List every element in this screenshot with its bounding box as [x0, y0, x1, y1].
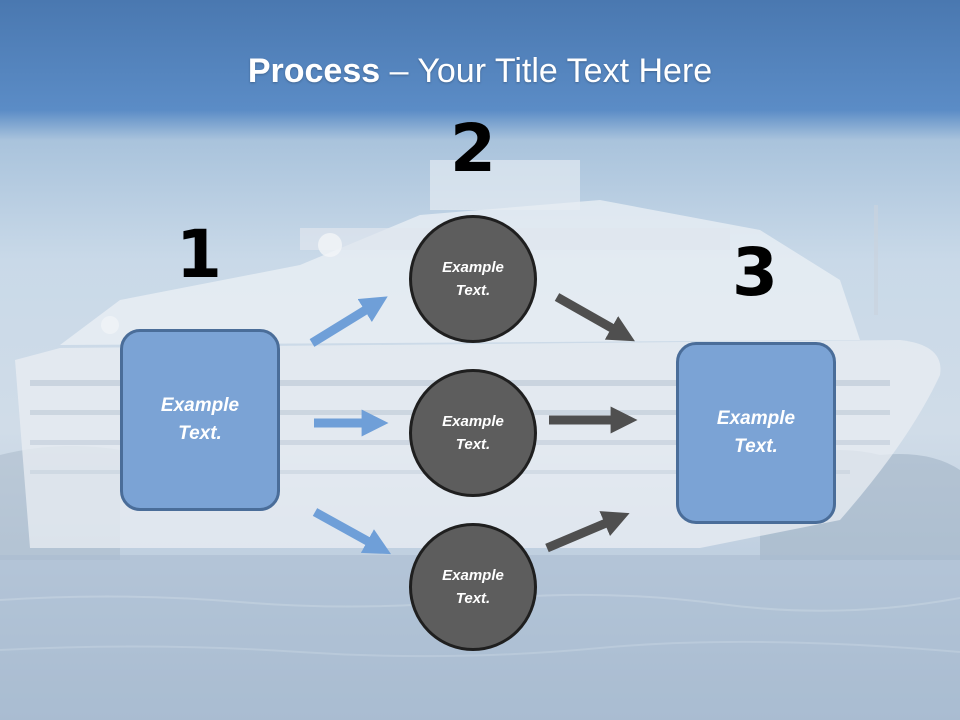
slide-title-bold: Process	[247, 52, 381, 90]
input-box-text: Example Text.	[160, 394, 240, 445]
blue-arrow-up	[309, 296, 388, 347]
step-circle-bottom: Example Text.	[409, 523, 537, 651]
output-box-text: Example Text.	[716, 407, 796, 458]
slide-title-rest: – Your Title Text Here	[380, 52, 713, 90]
grey-arrow-up	[545, 511, 630, 553]
step-circle-top-text: Example Text.	[442, 258, 504, 299]
grey-arrow-down	[554, 293, 635, 342]
step-number-2: 2	[450, 110, 496, 187]
step-number-1: 1	[176, 216, 222, 293]
step-circle-bottom-text: Example Text.	[442, 566, 504, 607]
step-circle-middle-text: Example Text.	[442, 412, 504, 453]
input-box: Example Text.	[120, 329, 280, 511]
slide-title: Process – Your Title Text Here	[0, 52, 960, 91]
output-box: Example Text.	[676, 342, 836, 524]
step-number-3: 3	[732, 234, 778, 311]
blue-arrow-down	[312, 508, 392, 555]
step-circle-middle: Example Text.	[409, 369, 537, 497]
step-circle-top: Example Text.	[409, 215, 537, 343]
